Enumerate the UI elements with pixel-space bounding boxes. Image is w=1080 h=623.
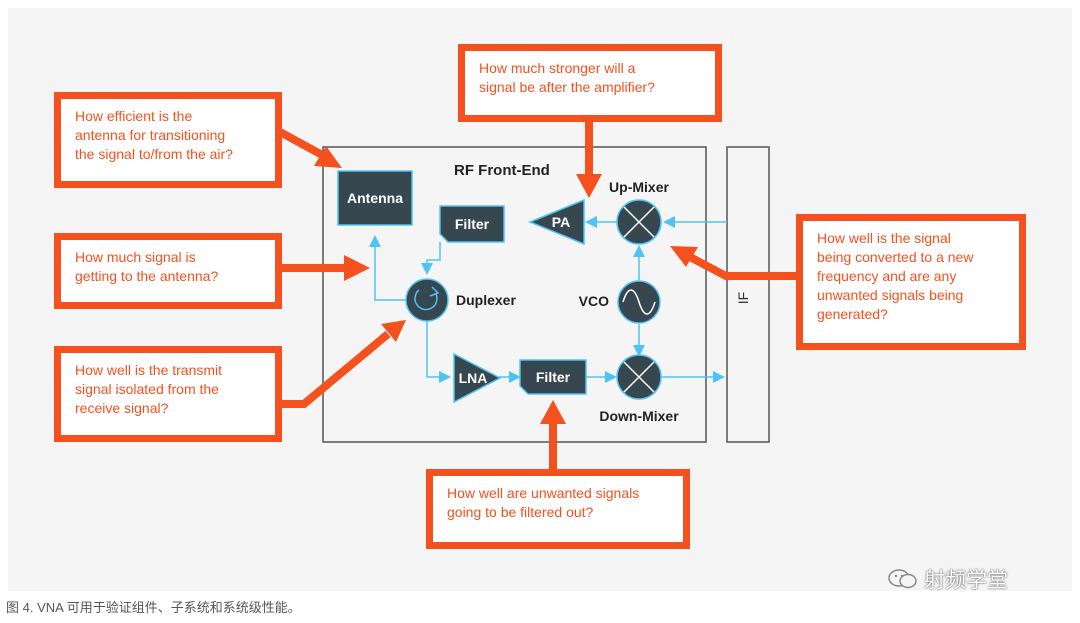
pa-block [528, 198, 585, 246]
question-antenna-efficiency: How efficient is the antenna for transit… [54, 92, 282, 188]
duplexer-to-lna-line [426, 320, 451, 383]
filter-tx-block [439, 205, 505, 243]
arrow-head-antenna-path [344, 255, 370, 281]
question-amplifier-gain-text: How much stronger will a signal be after… [479, 60, 655, 95]
watermark: 射频学堂 [888, 564, 1008, 594]
watermark-text: 射频学堂 [924, 568, 1008, 592]
filter-to-duplexer-line [421, 242, 441, 275]
down-mixer-icon [616, 354, 662, 400]
arrow-head-duplexer [381, 320, 406, 342]
down-mixer-label: Down-Mixer [599, 408, 679, 424]
duplexer-to-antenna-line [369, 235, 406, 301]
up-mixer-icon [616, 199, 662, 245]
figure-panel: RF Front-End IF Anten [8, 8, 1072, 594]
question-amplifier-gain: How much stronger will a signal be after… [458, 44, 722, 122]
filter-rx-label: Filter [536, 369, 571, 385]
question-tx-rx-isolation-text: How well is the transmit signal isolated… [75, 362, 223, 416]
vco-label: VCO [579, 293, 609, 309]
question-mixer-conversion: How well is the signal being converted t… [796, 214, 1026, 350]
filter-tx-label: Filter [455, 216, 490, 232]
question-filter-rejection: How well are unwanted signals going to b… [426, 469, 690, 549]
rf-front-end-frame [322, 146, 707, 443]
pa-label: PA [552, 214, 570, 230]
question-tx-rx-isolation: How well is the transmit signal isolated… [54, 346, 282, 442]
question-signal-to-antenna: How much signal is getting to the antenn… [54, 233, 282, 309]
rf-front-end-diagram: RF Front-End IF Anten [278, 121, 800, 470]
question-signal-to-antenna-text: How much signal is getting to the antenn… [75, 249, 219, 284]
arrow-head-pa [576, 174, 602, 198]
antenna-label: Antenna [347, 190, 403, 206]
antenna-block [337, 170, 413, 226]
arrow-to-upmixer [686, 252, 800, 280]
arrow-head-filter [540, 400, 566, 424]
if-block [726, 146, 770, 443]
wechat-icon [888, 569, 917, 589]
figure-caption: 图 4. VNA 可用于验证组件、子系统和系统级性能。 [6, 600, 301, 615]
lna-label: LNA [459, 370, 488, 386]
duplexer-label: Duplexer [456, 292, 516, 308]
arrow-to-duplexer [280, 330, 391, 408]
arrow-head-upmixer [670, 246, 698, 267]
question-antenna-efficiency-text: How efficient is the antenna for transit… [75, 108, 233, 162]
arrow-to-antenna [278, 128, 326, 160]
question-mixer-conversion-text: How well is the signal being converted t… [817, 230, 974, 322]
duplexer-icon [405, 278, 449, 322]
arrow-head-antenna [314, 146, 342, 168]
rf-front-end-title: RF Front-End [454, 162, 550, 179]
question-filter-rejection-text: How well are unwanted signals going to b… [447, 485, 640, 520]
up-mixer-label: Up-Mixer [609, 179, 669, 195]
lna-block [453, 352, 502, 404]
filter-rx-block [519, 359, 587, 395]
if-label: IF [735, 292, 751, 304]
vco-icon [617, 280, 661, 324]
